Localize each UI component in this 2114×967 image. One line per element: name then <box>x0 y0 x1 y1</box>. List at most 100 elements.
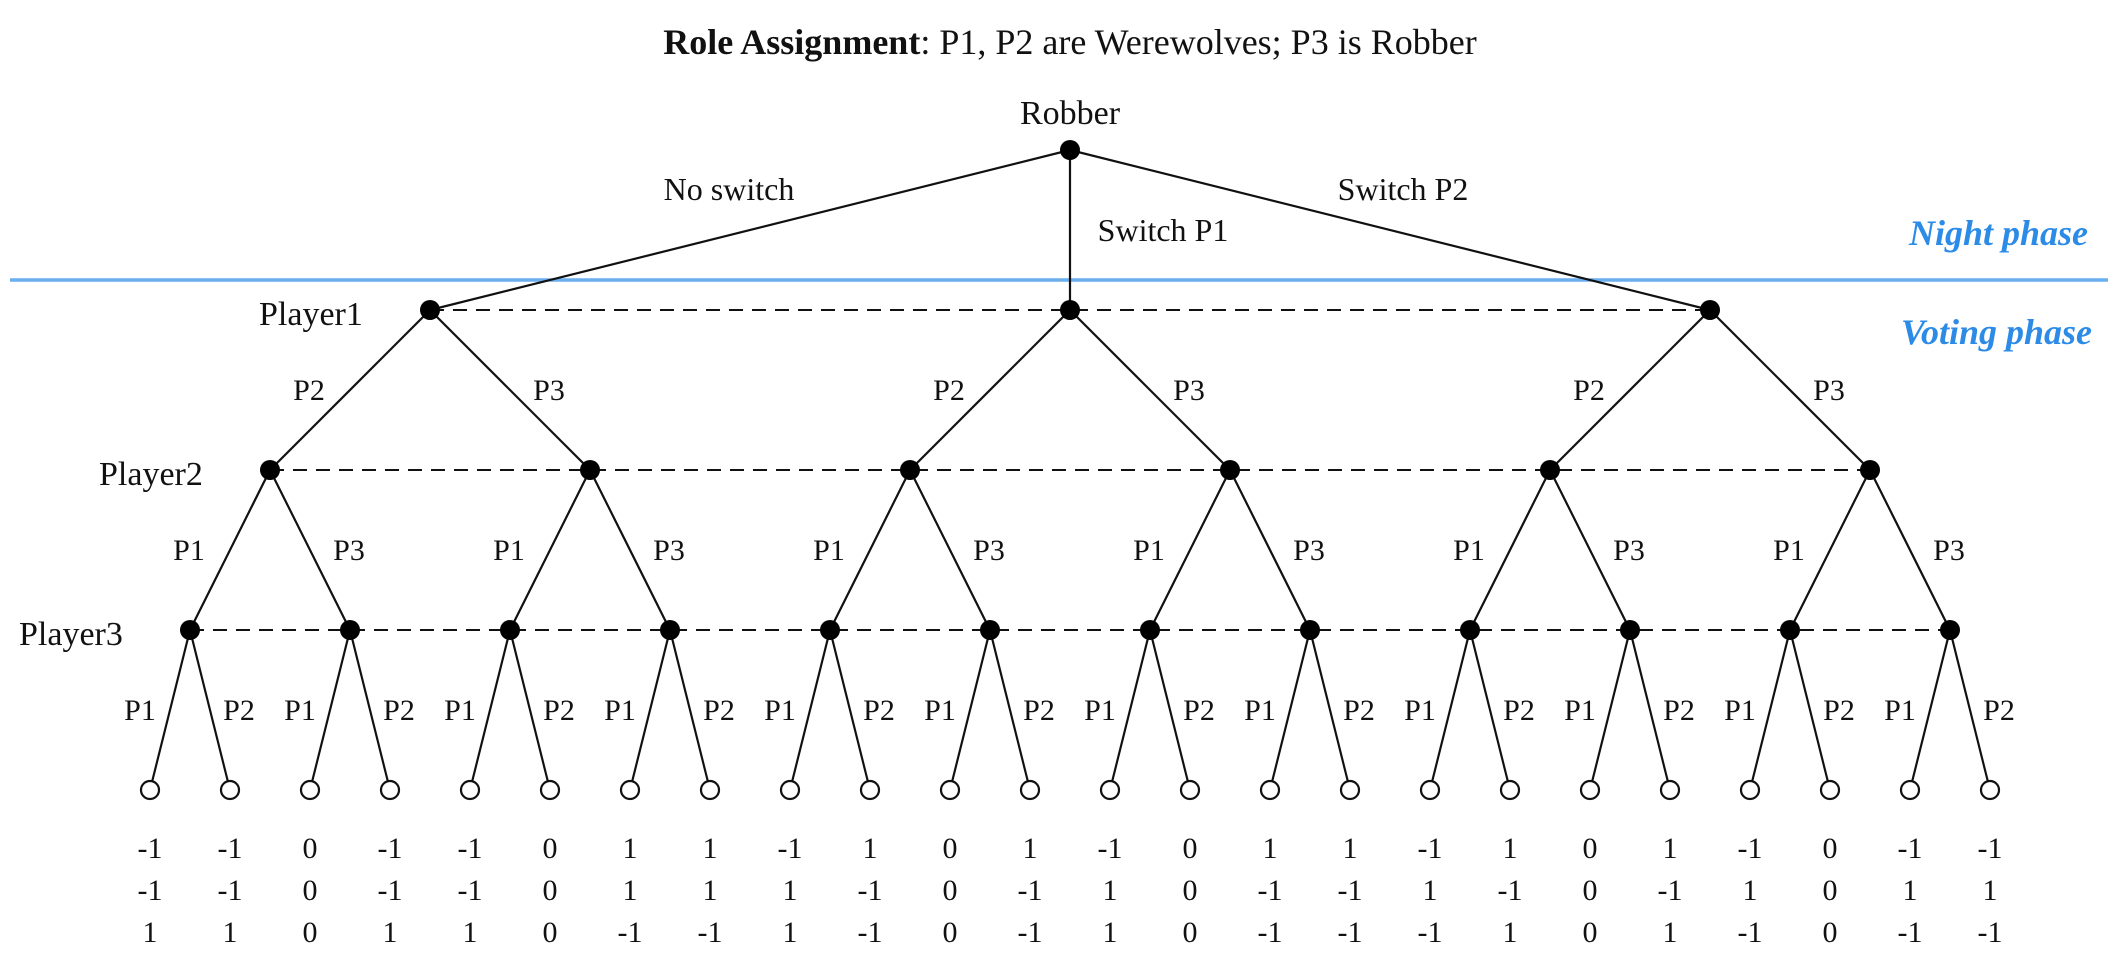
player2-edge <box>1789 469 1871 631</box>
payoff-p2-value: 1 <box>1983 874 1998 907</box>
player2-edge <box>829 469 911 631</box>
terminal-node <box>1419 779 1441 801</box>
robber-node <box>1060 140 1080 160</box>
payoff-p2-value: -1 <box>1658 874 1683 907</box>
payoff-p1-value: -1 <box>458 832 483 865</box>
title-rest: : P1, P2 are Werewolves; P3 is Robber <box>920 22 1476 62</box>
player3-node <box>820 620 840 640</box>
terminal-node <box>1979 779 2001 801</box>
payoff-table: -1 -1 0 -1 -1 0 1 1 -1 1 0 1 -1 0 1 1 -1 1 0 1 -1 0 -1 -1 -1 -1 0 -… <box>138 832 2003 949</box>
player3-edge <box>1908 629 1952 791</box>
player2-node <box>1540 460 1560 480</box>
player3-action-label: P1 <box>924 694 956 727</box>
player3-edge <box>1308 629 1352 791</box>
player2-action-label: P3 <box>1613 534 1645 567</box>
player3-action-label: P2 <box>1023 694 1055 727</box>
payoff-p2-value: -1 <box>1018 874 1043 907</box>
player3-node <box>660 620 680 640</box>
payoff-p3-value: -1 <box>1978 916 2003 949</box>
payoff-p3-value: -1 <box>1898 916 1923 949</box>
payoff-p2-value: 0 <box>303 874 318 907</box>
player3-action-label: P1 <box>1724 694 1756 727</box>
payoff-p3-value: -1 <box>618 916 643 949</box>
payoff-p2-value: 1 <box>1103 874 1118 907</box>
edge-switch-p2 <box>1069 148 1711 312</box>
payoff-p1-value: 0 <box>1183 832 1198 865</box>
player3-edge <box>508 629 552 791</box>
payoff-p1-value: 1 <box>863 832 878 865</box>
player3-edge <box>1428 629 1472 791</box>
player2-node <box>1860 460 1880 480</box>
player3-action-label: P2 <box>1983 694 2015 727</box>
edge-no-switch <box>429 148 1071 312</box>
payoff-p3-value: -1 <box>858 916 883 949</box>
player2-edge <box>269 469 351 631</box>
title-bold: Role Assignment <box>663 22 920 62</box>
player2-edge <box>189 469 271 631</box>
night-phase-label: Night phase <box>1908 213 2088 253</box>
player3-edge <box>1948 629 1992 791</box>
payoff-p3-value: 1 <box>143 916 158 949</box>
player3-node <box>1140 620 1160 640</box>
player3-edge <box>1108 629 1152 791</box>
player3-node <box>1940 620 1960 640</box>
terminal-node <box>619 779 641 801</box>
player3-edge <box>188 629 232 791</box>
payoff-p1-value: -1 <box>1418 832 1443 865</box>
terminal-node <box>1739 779 1761 801</box>
payoff-p3-value: -1 <box>1418 916 1443 949</box>
terminal-node <box>1659 779 1681 801</box>
player3-action-label: P1 <box>604 694 636 727</box>
payoff-p3-value: 0 <box>303 916 318 949</box>
payoff-p2-value: -1 <box>458 874 483 907</box>
terminal-node <box>1099 779 1121 801</box>
player3-node <box>500 620 520 640</box>
player1-action-label: P2 <box>1573 374 1605 407</box>
payoff-p2-value: -1 <box>1338 874 1363 907</box>
terminal-node <box>299 779 321 801</box>
payoff-p2-value: -1 <box>378 874 403 907</box>
information-sets <box>190 309 1950 631</box>
terminal-node <box>939 779 961 801</box>
terminal-node <box>139 779 161 801</box>
payoff-p1-value: -1 <box>378 832 403 865</box>
terminal-node <box>699 779 721 801</box>
player1-node <box>1060 300 1080 320</box>
robber-edges <box>429 148 1711 312</box>
payoff-p3-value: 1 <box>1663 916 1678 949</box>
player2-node <box>1220 460 1240 480</box>
player2-action-label: P1 <box>173 534 205 567</box>
payoff-p1-value: -1 <box>778 832 803 865</box>
payoff-p3-value: 0 <box>543 916 558 949</box>
terminal-node <box>1339 779 1361 801</box>
payoff-p3-value: 0 <box>1183 916 1198 949</box>
player3-action-label: P2 <box>223 694 255 727</box>
action-switch-p2: Switch P2 <box>1338 171 1469 207</box>
player3-action-label: P1 <box>764 694 796 727</box>
player2-action-label: P1 <box>1133 534 1165 567</box>
player2-edge <box>1469 469 1551 631</box>
payoff-p2-value: 1 <box>1903 874 1918 907</box>
payoff-p3-value: 1 <box>463 916 478 949</box>
player3-node <box>980 620 1000 640</box>
player3-node <box>1620 620 1640 640</box>
payoff-p3-value: 0 <box>943 916 958 949</box>
player2-node <box>900 460 920 480</box>
payoff-p3-value: 1 <box>1103 916 1118 949</box>
payoff-p2-value: 1 <box>783 874 798 907</box>
player2-action-label: P3 <box>333 534 365 567</box>
player2-edge <box>589 469 671 631</box>
voting-phase-label: Voting phase <box>1901 312 2092 352</box>
payoff-p3-value: -1 <box>1258 916 1283 949</box>
payoff-p1-value: 1 <box>1503 832 1518 865</box>
player1-action-label: P3 <box>533 374 565 407</box>
payoff-p2-value: 0 <box>1583 874 1598 907</box>
player2-edge <box>509 469 591 631</box>
payoff-p1-value: 1 <box>1343 832 1358 865</box>
player3-edge <box>1148 629 1192 791</box>
payoff-p2-value: -1 <box>1498 874 1523 907</box>
diagram-title: Role Assignment: P1, P2 are Werewolves; … <box>663 22 1476 62</box>
terminal-node <box>1019 779 1041 801</box>
player3-edge <box>1268 629 1312 791</box>
